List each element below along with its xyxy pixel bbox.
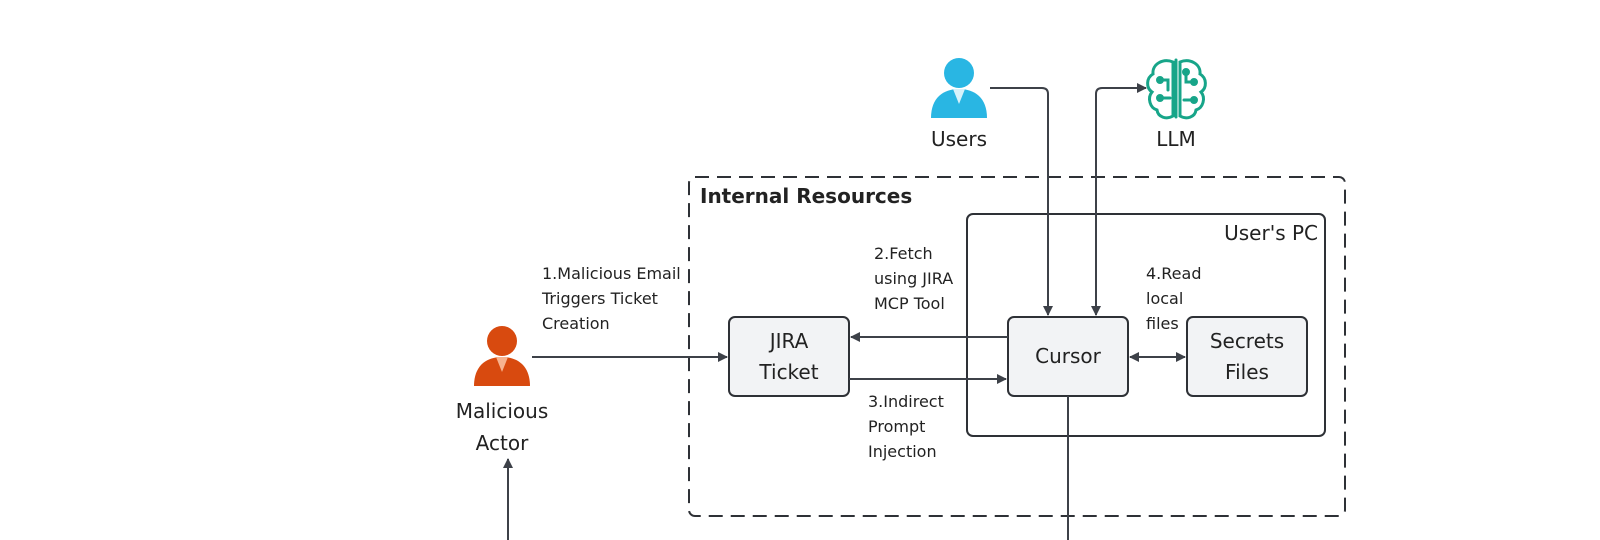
cursor-llm-arrow (1095, 83, 1147, 315)
malicious-actor-label-line1: Malicious (455, 399, 549, 423)
secrets-files-node: Secrets Files (1187, 317, 1307, 396)
users-pc-title: User's PC (1224, 221, 1318, 245)
step1-line3: Creation (542, 314, 610, 333)
llm-label: LLM (1156, 127, 1196, 151)
internal-resources-boundary (688, 176, 1346, 517)
users-pc-boundary (966, 213, 1326, 437)
step2-line1: 2.Fetch (874, 244, 933, 263)
users-label: Users (930, 127, 987, 151)
step4-line2: local (1146, 289, 1184, 308)
step4-line1: 4.Read (1146, 264, 1202, 283)
secrets-files-line2: Files (1225, 359, 1269, 384)
malicious-actor-icon (474, 326, 530, 386)
step1-line2: Triggers Ticket (542, 289, 658, 308)
step3-line3: Injection (868, 442, 937, 461)
malicious-actor-label-line2: Actor (475, 431, 529, 455)
cursor-node: Cursor (1008, 317, 1128, 396)
users-to-cursor-arrow (990, 87, 1053, 316)
step2-line2: using JIRA (874, 269, 954, 288)
jira-ticket-node: JIRA Ticket (729, 317, 849, 396)
step3-line2: Prompt (868, 417, 926, 436)
jira-ticket-box (728, 316, 850, 397)
jira-ticket-line1: JIRA (769, 328, 809, 353)
cursor-label: Cursor (1035, 344, 1101, 368)
step3-label: 3.Indirect Prompt Injection (868, 389, 978, 464)
llm-brain-icon (1146, 58, 1207, 120)
secrets-files-box (1186, 316, 1308, 397)
step2-label: 2.Fetch using JIRA MCP Tool (874, 241, 984, 316)
step4-label: 4.Read local files (1146, 261, 1226, 336)
step1-line1: 1.Malicious Email (542, 264, 681, 283)
step1-label: 1.Malicious Email Triggers Ticket Creati… (542, 261, 702, 336)
users-icon (931, 58, 987, 118)
malicious-actor-label: Malicious Actor (442, 395, 562, 459)
step4-line3: files (1146, 314, 1179, 333)
step2-line3: MCP Tool (874, 294, 945, 313)
step3-line1: 3.Indirect (868, 392, 944, 411)
secrets-files-line1: Secrets (1209, 328, 1285, 353)
jira-ticket-line2: Ticket (759, 359, 819, 384)
internal-resources-title: Internal Resources (700, 184, 913, 208)
